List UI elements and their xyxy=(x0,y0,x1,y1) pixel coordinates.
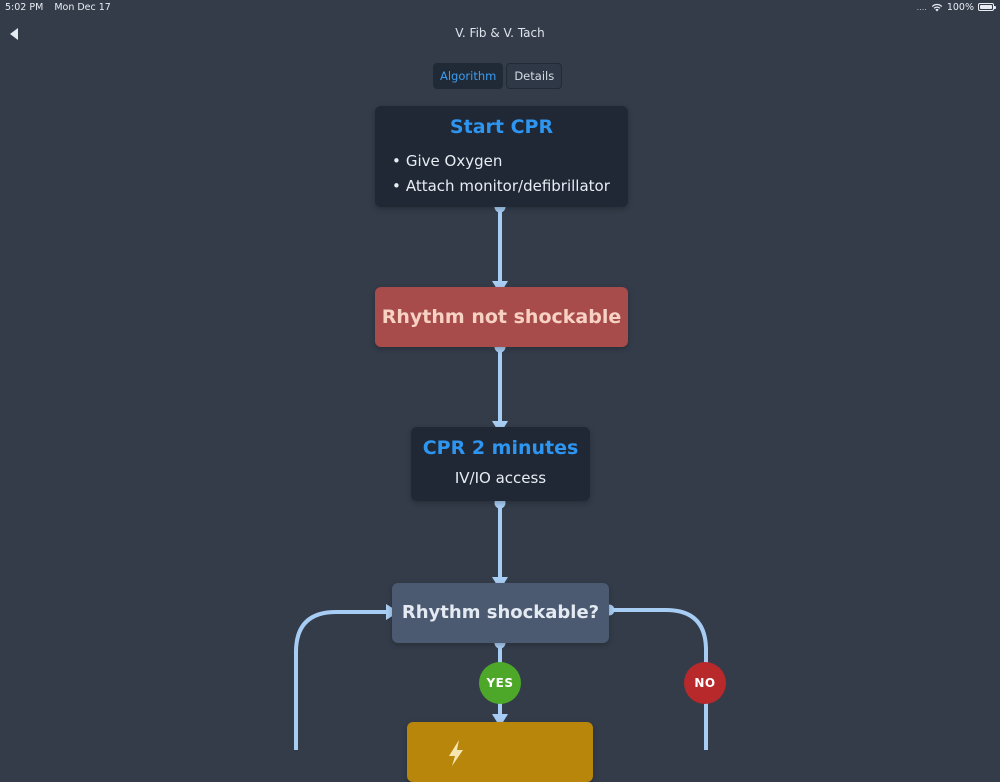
lightning-icon xyxy=(449,740,463,766)
back-button[interactable] xyxy=(8,26,22,42)
start-cpr-bullets: Give Oxygen Attach monitor/defibrillator xyxy=(392,149,610,199)
battery-percent: 100% xyxy=(946,2,974,13)
bullet-item: Attach monitor/defibrillator xyxy=(392,174,610,199)
shock-node[interactable] xyxy=(407,722,593,782)
battery-fill xyxy=(980,5,992,9)
segmented-control: Algorithm Details xyxy=(433,63,563,89)
status-bar: 5:02 PM Mon Dec 17 .... 100% xyxy=(0,0,1000,16)
status-time: 5:02 PM xyxy=(5,2,44,13)
wifi-icon xyxy=(931,3,943,12)
rhythm-shockable-question-node[interactable]: Rhythm shockable? xyxy=(392,583,609,643)
yes-badge: YES xyxy=(479,662,521,704)
tab-algorithm[interactable]: Algorithm xyxy=(433,63,504,89)
flow-connectors xyxy=(294,201,708,750)
cpr-2-minutes-node[interactable]: CPR 2 minutes IV/IO access xyxy=(411,427,590,501)
status-date: Mon Dec 17 xyxy=(54,2,111,13)
start-cpr-title: Start CPR xyxy=(449,116,554,138)
battery-icon xyxy=(978,3,996,11)
chevron-left-icon xyxy=(10,28,18,40)
status-left: 5:02 PM Mon Dec 17 xyxy=(5,2,111,13)
rhythm-not-shockable-node[interactable]: Rhythm not shockable xyxy=(375,287,628,347)
page-title: V. Fib & V. Tach xyxy=(455,26,545,40)
cpr-2-minutes-subtitle: IV/IO access xyxy=(454,469,547,487)
signal-icon: .... xyxy=(916,3,927,12)
cpr-2-minutes-title: CPR 2 minutes xyxy=(422,437,579,459)
tab-details[interactable]: Details xyxy=(506,63,563,89)
status-right: .... 100% xyxy=(917,2,974,13)
start-cpr-node[interactable]: Start CPR Give Oxygen Attach monitor/def… xyxy=(375,106,628,207)
bullet-item: Give Oxygen xyxy=(392,149,610,174)
no-badge: NO xyxy=(684,662,726,704)
